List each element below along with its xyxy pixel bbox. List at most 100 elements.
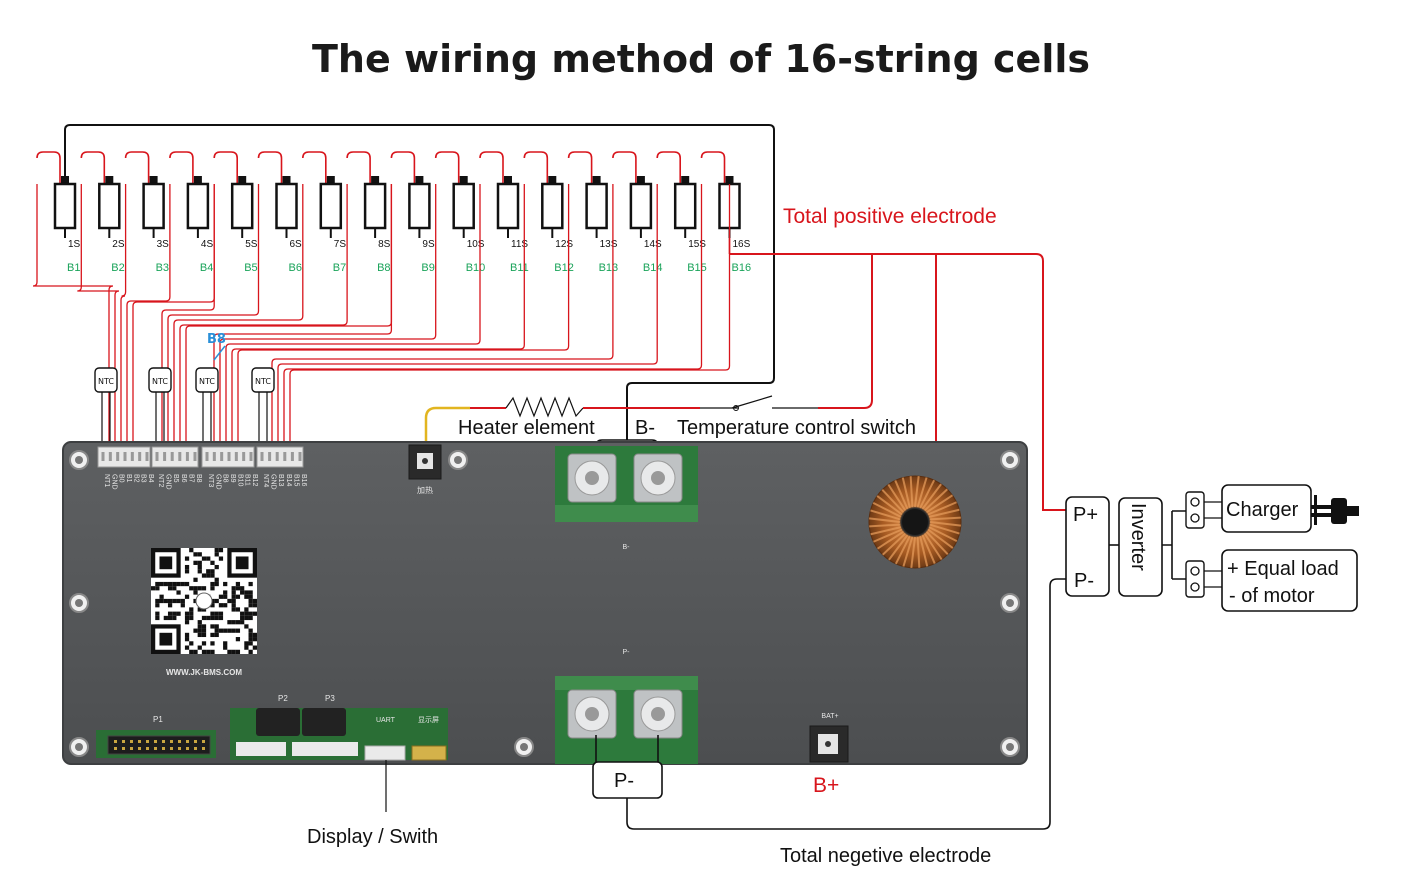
- ntc-body: [94, 367, 118, 393]
- equal-load-label: + Equal load: [1227, 558, 1339, 580]
- b-plus-label: B+: [813, 774, 839, 797]
- coil-turn: [921, 483, 942, 510]
- cell-terminal: [105, 176, 114, 184]
- balance-wire: [173, 184, 304, 452]
- cell-balance-label: B8: [377, 262, 390, 274]
- connector-pin: [275, 452, 279, 461]
- cell-balance-label: B7: [333, 262, 346, 274]
- cell-link-wire: [390, 151, 416, 184]
- connector-pin: [234, 452, 238, 461]
- inverter-label: Inverter: [1127, 503, 1149, 571]
- connector-pin-label: NT4: [262, 474, 269, 487]
- connector-pin-label: B5: [172, 474, 179, 483]
- inverter-split-wire: [1162, 510, 1186, 580]
- balance-wire: [277, 184, 658, 452]
- cell-array: 1SB12SB23SB34SB45SB56SB67SB78SB89SB910SB…: [36, 151, 751, 274]
- balance-wire: [237, 184, 570, 452]
- balance-wire: [289, 184, 731, 452]
- balance-wire: [225, 184, 481, 452]
- connector-pin: [298, 452, 302, 461]
- mounting-hole-center: [454, 456, 462, 464]
- connector-pin: [116, 452, 120, 461]
- coil-turn: [927, 528, 954, 549]
- connector-pin-label: B13: [277, 474, 284, 487]
- cell-balance-label: B5: [244, 262, 257, 274]
- aux-white-connector: [236, 742, 286, 756]
- balance-wire: [77, 184, 120, 452]
- coil-turn: [869, 517, 901, 523]
- connector-pin: [220, 452, 224, 461]
- cell-balance-label: B4: [200, 262, 213, 274]
- coil-turn: [916, 477, 928, 508]
- coil-turn: [914, 476, 920, 508]
- connector-pin-label: B10: [236, 474, 243, 487]
- cell-link-wire: [523, 151, 549, 184]
- cell-link-wire: [434, 151, 460, 184]
- website-label: WWW.JK-BMS.COM: [166, 668, 242, 677]
- connector-pin-label: B3: [140, 474, 147, 483]
- board-p-minus-label: P-: [623, 649, 631, 656]
- connector-pin: [185, 452, 189, 461]
- connector-pin: [268, 452, 272, 461]
- mounting-hole-center: [75, 599, 83, 607]
- cell-link-wire: [169, 151, 194, 184]
- coil-turn: [919, 535, 929, 567]
- switch-contact: [733, 405, 739, 411]
- coil-turn: [919, 479, 936, 509]
- cell-string-label: 16S: [733, 239, 751, 250]
- connector-pin-label: GND: [110, 474, 117, 490]
- balance-wire: [219, 184, 437, 452]
- cell-string-label: 10S: [467, 239, 485, 250]
- cell-string-label: 5S: [245, 239, 258, 250]
- cell-body: [585, 182, 608, 230]
- cell-body: [673, 182, 697, 230]
- coil-turn: [929, 523, 960, 535]
- b-minus-label: B-: [635, 417, 655, 439]
- cell-string-label: 14S: [644, 239, 662, 250]
- coil-turn: [894, 535, 911, 565]
- cell-terminal: [504, 176, 512, 184]
- cell-terminal: [61, 176, 69, 184]
- p3-label: P3: [325, 694, 335, 703]
- cell-terminal: [282, 176, 291, 184]
- wide-white-connector: [292, 742, 358, 756]
- coil-turn: [876, 495, 903, 516]
- heat-cn-label: 加热: [417, 485, 433, 495]
- coil-turn: [909, 476, 914, 508]
- cell-terminal: [415, 176, 424, 184]
- connector-pin-label: B16: [300, 474, 307, 487]
- temp-switch-label: Temperature control switch: [677, 417, 916, 439]
- cell-string-label: 4S: [201, 239, 214, 250]
- p-minus-right-label: P-: [1074, 570, 1094, 592]
- display-cn-label: 显示屏: [418, 716, 439, 724]
- coil-turn: [928, 508, 960, 518]
- connector-pin: [212, 452, 216, 461]
- charger-label: Charger: [1226, 499, 1299, 521]
- cell-link-wire: [302, 151, 327, 184]
- connector-pin: [283, 452, 287, 461]
- ntc-label: NTC: [255, 377, 271, 386]
- balance-wires: [32, 184, 731, 452]
- connector-pin: [108, 452, 112, 461]
- connector-pin-label: B14: [285, 474, 292, 487]
- p1-label: P1: [153, 715, 163, 724]
- cell-body: [363, 182, 387, 230]
- cell-balance-label: B11: [510, 262, 529, 274]
- cell-balance-label: B6: [289, 262, 302, 274]
- balance-wire: [231, 184, 525, 452]
- coil-turn: [928, 526, 958, 543]
- p-minus-bottom-label: P-: [614, 770, 634, 792]
- cell-string-label: 3S: [157, 239, 170, 250]
- cell-terminal: [592, 176, 601, 184]
